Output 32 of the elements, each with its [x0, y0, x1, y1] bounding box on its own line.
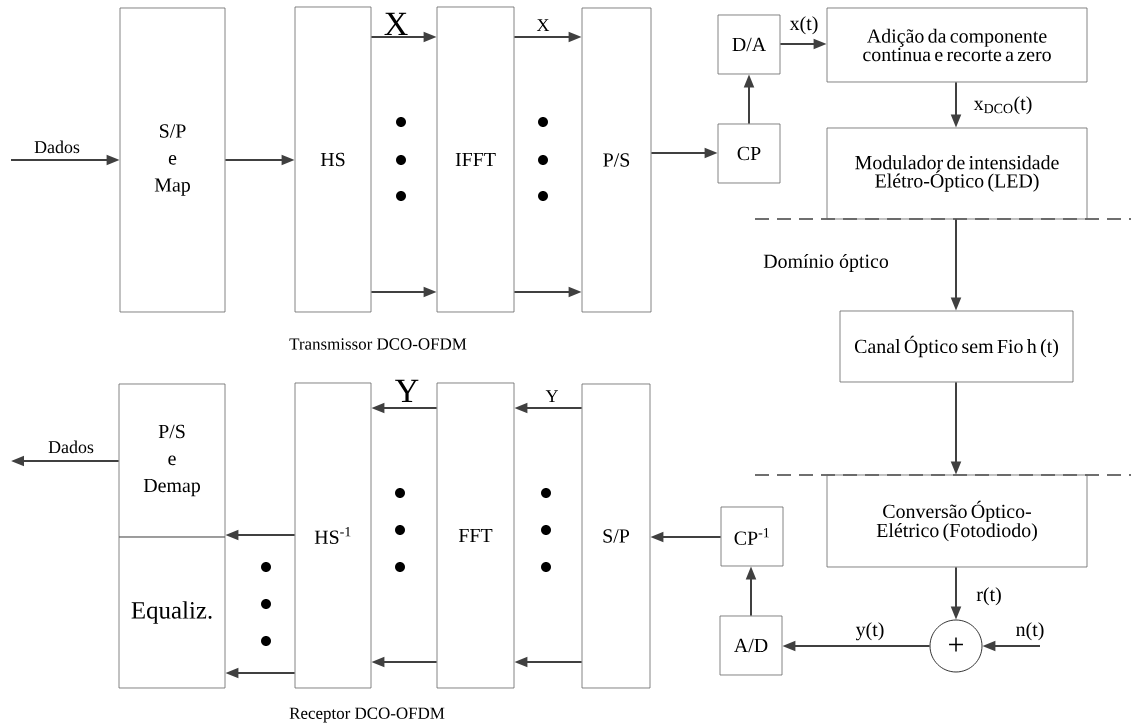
process-box: P/S: [581, 7, 652, 313]
process-box: CP: [717, 123, 781, 184]
process-box: CP$^{-1}$: [720, 506, 784, 567]
edge-label: Y: [393, 378, 421, 403]
process-box: S/P: [581, 383, 651, 689]
caption-label: Domínio óptico: [763, 253, 889, 273]
process-box: HS: [294, 6, 372, 313]
edge-label: n(t): [1014, 621, 1046, 642]
edge-label: Dados: [33, 139, 81, 155]
process-box: Canal Óptico sem Fio h (t): [839, 310, 1074, 383]
edge-label: x(t): [788, 15, 820, 36]
edge-label: X: [382, 11, 410, 36]
edge-label: x$_{DCO}$(t): [972, 95, 1034, 116]
process-box: IFFT: [436, 6, 515, 313]
process-box: Conversão Óptico-Elétrico (Fotodiodo): [826, 474, 1088, 568]
edge-label: X: [535, 18, 551, 32]
process-box: D/A: [717, 14, 781, 75]
caption-label: Receptor DCO-OFDM: [289, 707, 445, 723]
edge-label: Dados: [47, 439, 95, 455]
process-box: S/P e Map: [119, 7, 226, 313]
process-box: Adição da componente continua e recorte a zero: [826, 7, 1088, 83]
caption-label: Transmissor DCO-OFDM: [289, 338, 467, 350]
process-box: HS$^{-1}$: [294, 382, 372, 689]
process-box: FFT: [436, 382, 515, 689]
edge-label: Y: [544, 389, 560, 403]
summing-junction: +: [929, 619, 983, 673]
edge-label: r(t): [975, 586, 1003, 607]
edge-label: y(t): [854, 621, 886, 642]
process-box: A/D: [719, 615, 783, 676]
process-box: Modulador de intensidade Elétro-Óptico (LED): [826, 127, 1088, 220]
process-box: P/S e Demap: [118, 383, 226, 538]
process-box: Equaliz.: [118, 536, 226, 689]
